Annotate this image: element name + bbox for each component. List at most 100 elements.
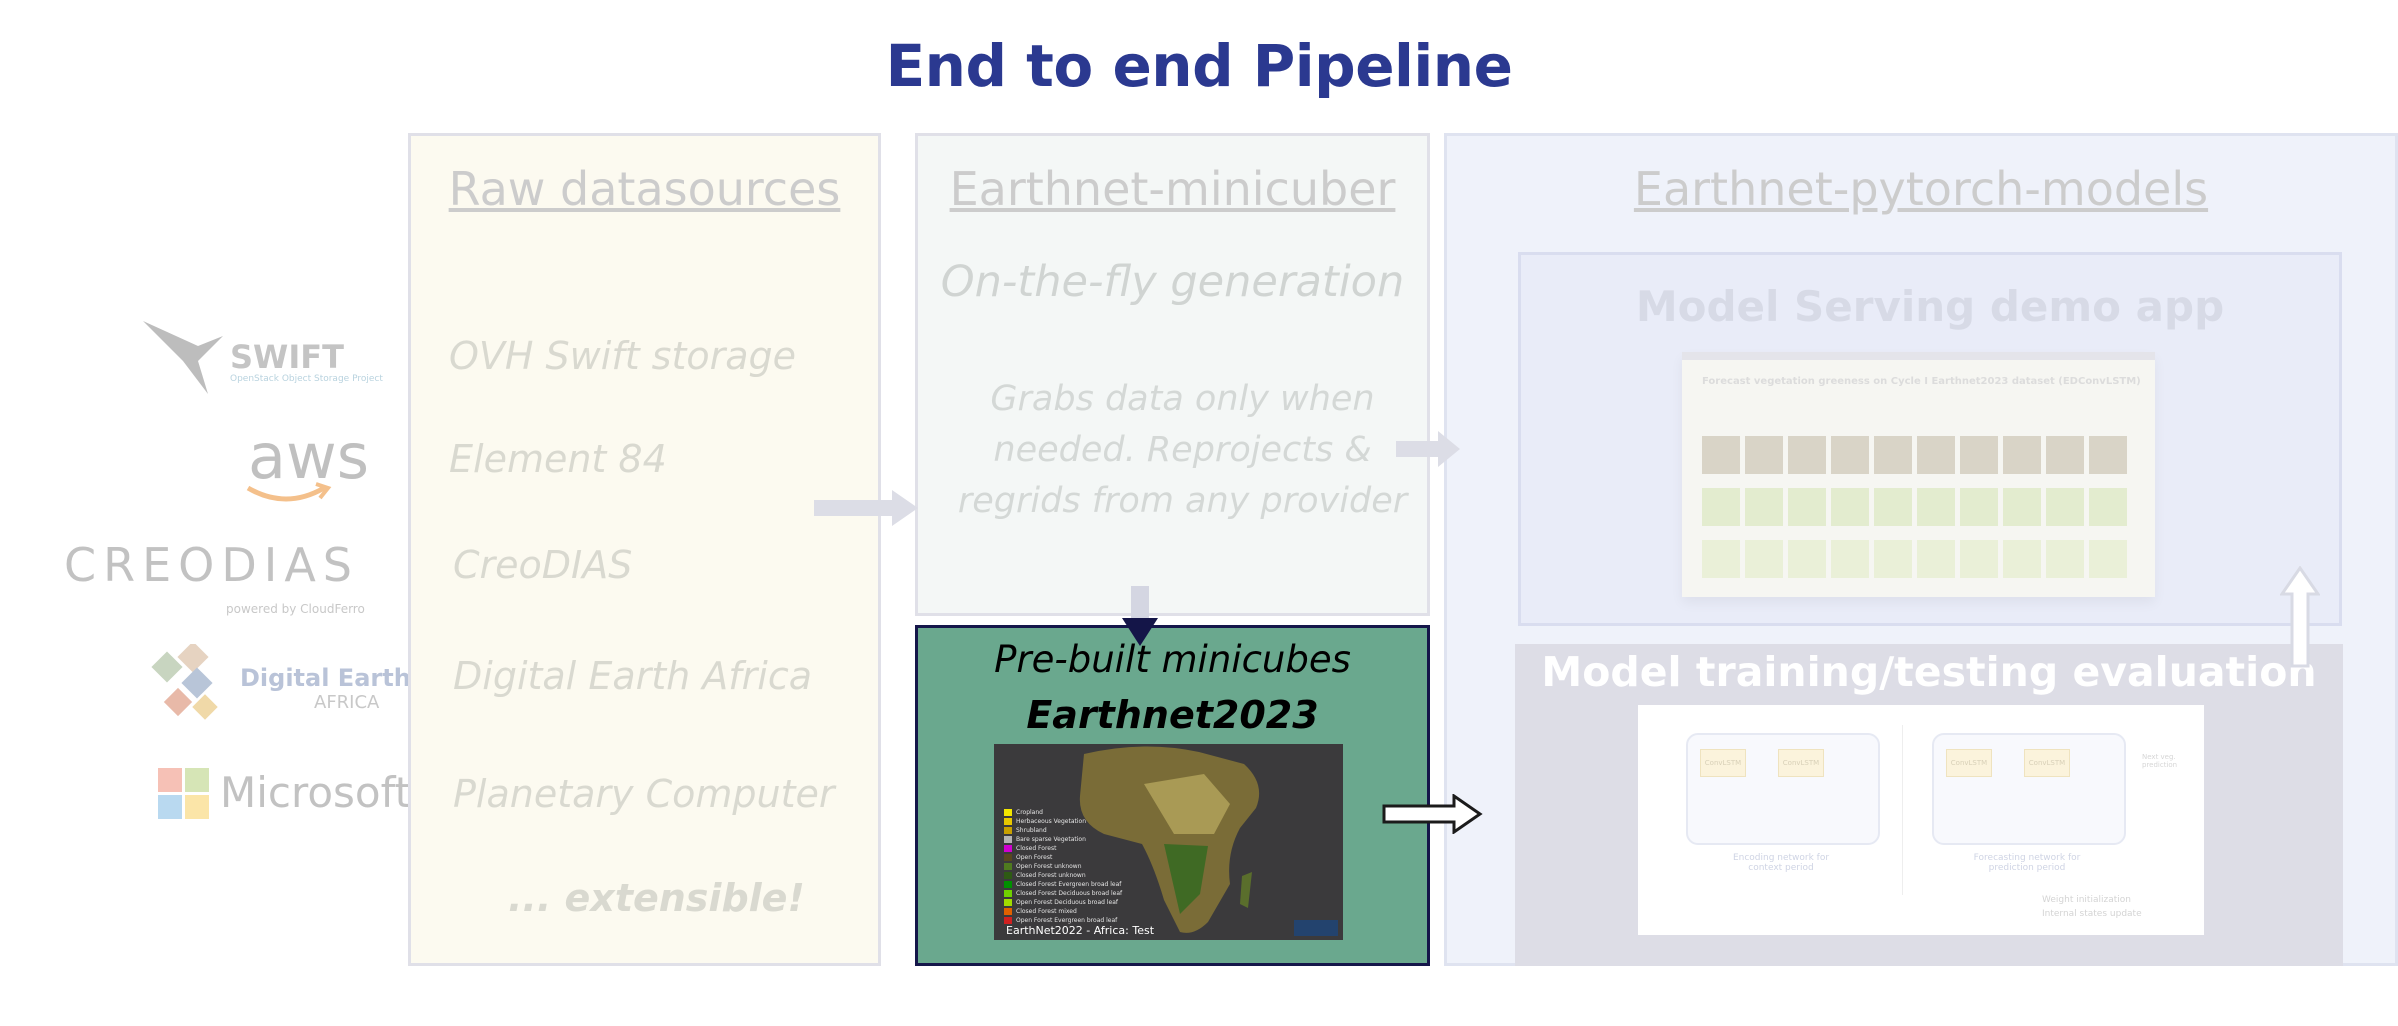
grid-tile (1960, 488, 1998, 526)
training-diagram-image: ConvLSTM ConvLSTM ConvLSTM ConvLSTM Enco… (1638, 705, 2204, 935)
arrow-minicuber-to-models (1396, 431, 1460, 467)
digital-earth-africa-logo-text: Digital Earth (240, 664, 411, 692)
minicuber-desc-line-2: needed. Reprojects & (993, 430, 1372, 470)
minicuber-panel (915, 133, 1430, 616)
minicuber-heading: Earthnet-minicuber (949, 162, 1396, 216)
legend-label: Bare sparse Vegetation (1016, 836, 1086, 843)
encoding-caption: Encoding network for context period (1732, 853, 1830, 873)
minicuber-subtitle: On-the-fly generation (940, 257, 1405, 307)
screenshot-titlebar (1682, 352, 2155, 360)
logos-column: SWIFT OpenStack Object Storage Project a… (60, 300, 411, 840)
grid-tile (1745, 540, 1783, 578)
grid-tile (1874, 540, 1912, 578)
grid-row-3 (1702, 540, 2136, 578)
grid-tile (2046, 436, 2084, 474)
legend-row: Shrubland (1004, 826, 1144, 835)
screenshot-title: Forecast vegetation greeness on Cycle I … (1702, 376, 2141, 387)
source-creodias: CreoDIAS (453, 543, 633, 587)
model-serving-title: Model Serving demo app (1635, 282, 2225, 331)
grid-tile (1702, 488, 1740, 526)
swift-logo-subtext: OpenStack Object Storage Project (230, 374, 383, 384)
grid-tile (1745, 436, 1783, 474)
grid-tile (1960, 436, 1998, 474)
conv-label: ConvLSTM (2028, 759, 2066, 767)
legend-row: Closed Forest Evergreen broad leaf (1004, 880, 1144, 889)
legend-swatch (1004, 863, 1012, 870)
conv-label: ConvLSTM (1782, 759, 1820, 767)
grid-tile (1917, 540, 1955, 578)
serving-app-screenshot: Forecast vegetation greeness on Cycle I … (1682, 352, 2155, 597)
legend-row: Open Forest (1004, 853, 1144, 862)
grid-tile (1917, 436, 1955, 474)
legend-label: Cropland (1016, 809, 1043, 816)
arrow-training-to-serving (2280, 566, 2320, 668)
microsoft-logo-icon (158, 768, 210, 820)
legend-label: Closed Forest unknown (1016, 872, 1086, 879)
legend-label: Open Forest Deciduous broad leaf (1016, 899, 1119, 906)
minicuber-description: Grabs data only when needed. Reprojects … (925, 374, 1440, 527)
swift-logo-text: SWIFT (230, 338, 344, 376)
africa-map-image: Cropland Herbaceous Vegetation Shrubland… (994, 744, 1343, 940)
grid-tile (1702, 436, 1740, 474)
conv-block-2: ConvLSTM (1778, 749, 1824, 777)
legend-swatch (1004, 854, 1012, 861)
legend-swatch (1004, 881, 1012, 888)
creodias-logo-subtext: powered by CloudFerro (226, 602, 365, 616)
grid-row-2 (1702, 488, 2136, 526)
forecasting-caption: Forecasting network for prediction perio… (1973, 853, 2081, 873)
legend-label: Open Forest (1016, 854, 1053, 861)
grid-tile (1788, 540, 1826, 578)
raw-datasources-heading: Raw datasources (448, 162, 841, 216)
grid-tile (1874, 488, 1912, 526)
grid-tile (1831, 488, 1869, 526)
conv-block-3: ConvLSTM (1946, 749, 1992, 777)
legend-row: Closed Forest mixed (1004, 907, 1144, 916)
prebuilt-dataset-name: Earthnet2023 (1026, 693, 1319, 737)
page-title: End to end Pipeline (885, 32, 1513, 100)
conv-block-4: ConvLSTM (2024, 749, 2070, 777)
legend-row: Bare sparse Vegetation (1004, 835, 1144, 844)
screenshot-grid (1702, 436, 2136, 578)
grid-tile (2003, 488, 2041, 526)
grid-tile (2089, 436, 2127, 474)
legend-swatch (1004, 845, 1012, 852)
legend-swatch (1004, 818, 1012, 825)
legend-row: Closed Forest Deciduous broad leaf (1004, 889, 1144, 898)
legend-swatch (1004, 872, 1012, 879)
legend-row: Open Forest Evergreen broad leaf (1004, 916, 1144, 925)
grid-tile (1788, 436, 1826, 474)
source-extensible: ... extensible! (508, 876, 805, 920)
grid-tile (2003, 540, 2041, 578)
legend-row: Closed Forest unknown (1004, 871, 1144, 880)
grid-tile (2003, 436, 2041, 474)
grid-tile (1831, 540, 1869, 578)
legend-label: Closed Forest Deciduous broad leaf (1016, 890, 1123, 897)
legend-swatch (1004, 890, 1012, 897)
model-training-title: Model training/testing evaluation (1541, 648, 2317, 696)
grid-row-1 (1702, 436, 2136, 474)
legend-swatch (1004, 809, 1012, 816)
grid-tile (1702, 540, 1740, 578)
prebuilt-title: Pre-built minicubes (994, 638, 1351, 681)
grid-tile (2089, 540, 2127, 578)
legend-label: Open Forest unknown (1016, 863, 1082, 870)
divider-line (1902, 725, 1903, 895)
aws-logo-text: aws (248, 420, 370, 493)
weight-init-legend: Weight initialization (2042, 895, 2131, 905)
source-digital-earth-africa: Digital Earth Africa (453, 654, 813, 698)
source-element-84: Element 84 (449, 437, 667, 481)
legend-row: Closed Forest (1004, 844, 1144, 853)
legend-label: Open Forest Evergreen broad leaf (1016, 917, 1118, 924)
grid-tile (1917, 488, 1955, 526)
creodias-logo-text: CREODIAS (64, 538, 360, 592)
legend-label: Herbaceous Vegetation (1016, 818, 1087, 825)
arrow-prebuilt-to-models (1382, 794, 1483, 834)
conv-label: ConvLSTM (1704, 759, 1742, 767)
legend-row: Open Forest unknown (1004, 862, 1144, 871)
map-legend: Cropland Herbaceous Vegetation Shrubland… (1004, 808, 1144, 925)
legend-label: Shrubland (1016, 827, 1047, 834)
legend-swatch (1004, 899, 1012, 906)
grid-tile (1960, 540, 1998, 578)
pytorch-models-heading: Earthnet-pytorch-models (1633, 162, 2209, 216)
microsoft-logo-text: Microsoft (220, 768, 412, 817)
